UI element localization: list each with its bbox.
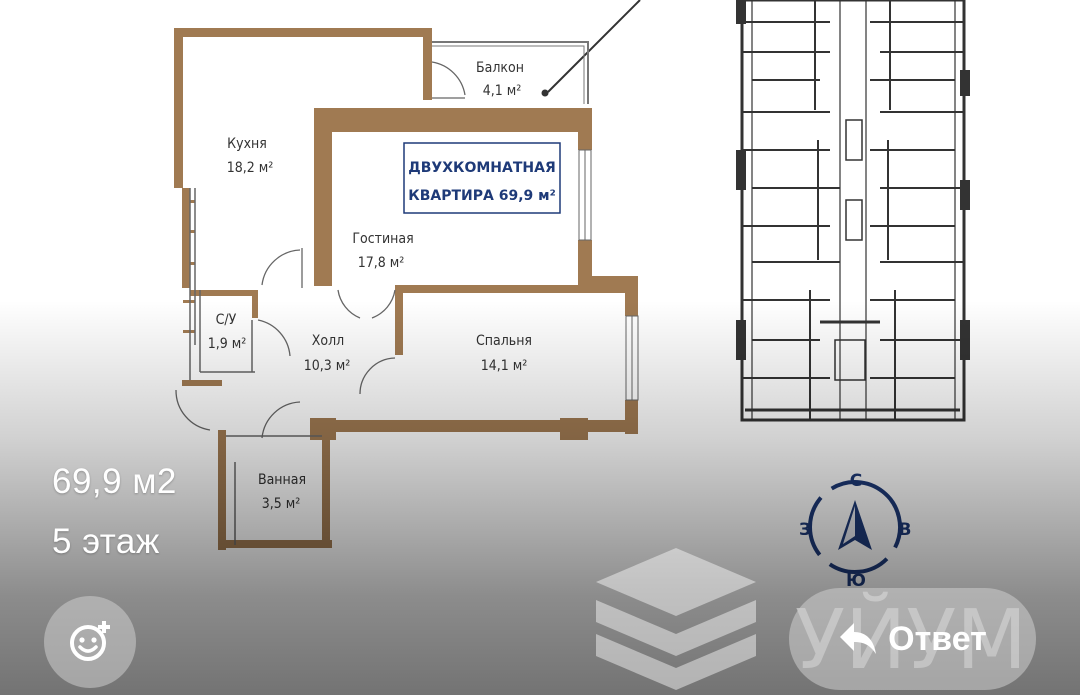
badge-line-2: КВАРТИРА 69,9 м²: [408, 188, 555, 204]
room-name-hall: Холл: [312, 333, 344, 349]
room-area-bedroom: 14,1 м²: [481, 358, 528, 374]
room-name-living: Гостиная: [352, 231, 413, 247]
room-name-balcony: Балкон: [476, 60, 524, 76]
reply-button[interactable]: Ответ: [789, 588, 1036, 690]
room-area-wc: 1,9 м²: [208, 336, 247, 352]
add-reaction-button[interactable]: [44, 596, 136, 688]
reply-button-label: Ответ: [888, 619, 987, 658]
compass-north-label: С: [850, 471, 862, 491]
floor-caption: 5 этаж: [52, 522, 160, 561]
reply-arrow-icon: [840, 623, 877, 654]
apartment-badge: ДВУХКОМНАТНАЯ КВАРТИРА 69,9 м²: [403, 142, 561, 214]
room-area-living: 17,8 м²: [358, 255, 405, 271]
area-caption: 69,9 м2: [52, 462, 177, 501]
room-area-balcony: 4,1 м²: [483, 83, 522, 99]
room-name-kitchen: Кухня: [227, 136, 267, 152]
badge-line-1: ДВУХКОМНАТНАЯ: [408, 160, 555, 176]
compass-east-label: В: [899, 520, 912, 540]
room-area-kitchen: 18,2 м²: [227, 160, 274, 176]
emoji-add-icon: [70, 621, 110, 661]
room-name-bath: Ванная: [258, 472, 306, 488]
compass-west-label: З: [799, 520, 811, 540]
room-area-bath: 3,5 м²: [262, 496, 301, 512]
room-area-hall: 10,3 м²: [304, 358, 351, 374]
room-name-wc: С/У: [216, 312, 237, 328]
room-name-bedroom: Спальня: [476, 333, 532, 349]
